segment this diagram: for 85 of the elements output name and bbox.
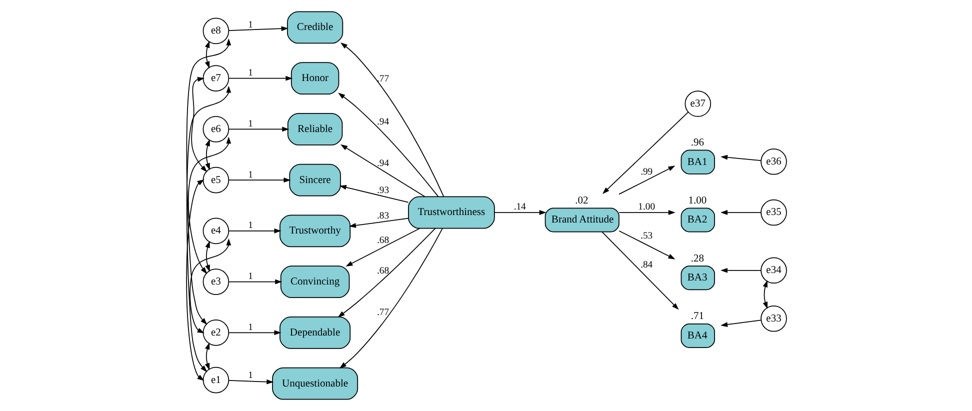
node-circle: e2: [202, 320, 229, 346]
node-circle: e4: [202, 218, 229, 244]
node-label: .28: [690, 253, 704, 264]
node-circle: e34: [760, 257, 786, 284]
arrow: [204, 40, 210, 68]
node-label: 1.00: [688, 195, 706, 206]
edge-label: 1: [248, 220, 252, 232]
arrow: [602, 112, 688, 194]
node-box: Trustworthiness: [408, 196, 494, 229]
node-box: Dependable: [279, 316, 350, 349]
arrow: [228, 76, 292, 81]
arrow: [186, 38, 231, 325]
node-box: Sincere: [288, 164, 340, 196]
node-box: Reliable: [286, 112, 342, 146]
node-circle: e5: [202, 166, 229, 194]
arrow: [187, 136, 231, 274]
node-box: Honor: [290, 62, 339, 95]
arrow: [720, 154, 761, 161]
edge-label: .14: [513, 202, 526, 213]
arrow: [340, 144, 425, 198]
arrow: [345, 228, 420, 267]
arrow: [186, 179, 204, 381]
arrow: [720, 320, 761, 327]
edge-label: 1: [248, 118, 252, 130]
node-label: .02: [574, 195, 588, 206]
edge-label: 1: [248, 19, 252, 30]
arrow: [228, 126, 289, 132]
node-circle: e7: [202, 65, 229, 92]
arrow: [618, 230, 675, 260]
arrow: [340, 42, 444, 198]
arrow: [228, 379, 274, 384]
node-box: Credible: [286, 11, 343, 44]
arrow: [204, 240, 210, 272]
edge-label: .94: [376, 158, 389, 169]
arrow: [618, 166, 675, 195]
edge-label: .83: [376, 210, 389, 222]
arrow: [720, 268, 761, 273]
arrow: [204, 139, 210, 170]
arrow: [228, 178, 290, 183]
arrow: [338, 92, 438, 198]
arrow: [601, 231, 678, 310]
node-circle: e35: [760, 199, 786, 226]
node-label: .71: [690, 311, 704, 322]
edge-label: .68: [376, 235, 389, 246]
edge-label: .93: [376, 185, 389, 196]
node-box: Trustworthy: [279, 214, 350, 248]
arrow: [762, 280, 768, 309]
arrow: [228, 228, 281, 234]
arrow: [720, 210, 761, 215]
arrow: [618, 210, 675, 215]
edge-label: .77: [376, 74, 389, 85]
edge-label: 1.00: [638, 202, 655, 213]
edge-label: 1: [248, 169, 252, 180]
node-circle: e3: [202, 268, 229, 295]
node-circle: e36: [760, 148, 786, 175]
arrow: [228, 279, 282, 284]
node-label: .96: [690, 138, 704, 149]
edge-label: .77: [376, 306, 389, 318]
arrow: [494, 210, 546, 215]
edge-label: .84: [640, 260, 652, 271]
arrow: [189, 238, 231, 334]
arrow: [190, 76, 207, 172]
edge-label: 1: [248, 322, 252, 333]
edge-label: .99: [640, 166, 652, 178]
node-circle: e8: [202, 18, 229, 44]
node-box: Convincing: [280, 266, 350, 298]
arrow: [204, 342, 210, 370]
node-circle: e6: [202, 116, 229, 142]
edge-label: .94: [376, 116, 389, 128]
arrow: [348, 218, 408, 228]
node-circle: e1: [202, 366, 229, 394]
edge-label: 1: [248, 271, 252, 282]
arrow: [338, 184, 408, 203]
edge-label: 1: [248, 68, 252, 79]
edge-label: 1: [248, 370, 252, 382]
arrow: [228, 330, 281, 336]
arrow: [228, 26, 288, 32]
node-circle: e37: [684, 90, 711, 117]
node-box: Unquestionable: [272, 367, 358, 400]
node-circle: e33: [760, 305, 786, 332]
arrow: [337, 228, 436, 318]
arrow: [338, 228, 442, 368]
edge-label: .53: [640, 230, 652, 242]
arrow: [186, 86, 231, 372]
edge-label: .68: [376, 266, 389, 277]
